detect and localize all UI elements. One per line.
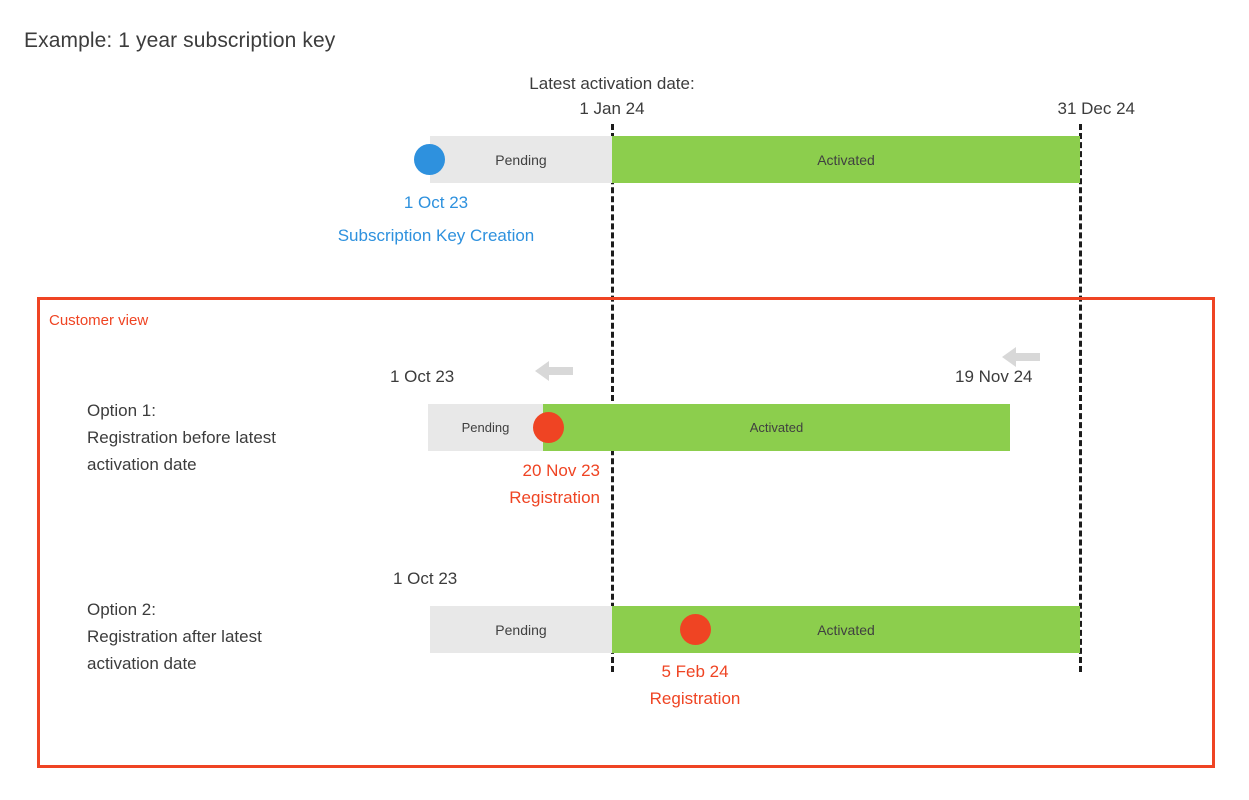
option-2-start-date-label: 1 Oct 23 xyxy=(393,569,458,588)
segment-pending: Pending xyxy=(428,404,543,451)
segment-pending-label: Pending xyxy=(461,420,510,435)
timeline-bar-subscription-key: Pending Activated xyxy=(430,136,1080,183)
option-1-start-date-label: 1 Oct 23 xyxy=(390,367,455,386)
customer-view-panel xyxy=(37,297,1215,768)
segment-activated-label: Activated xyxy=(817,151,875,168)
segment-activated-label: Activated xyxy=(817,621,875,638)
timeline-bar-option-1: Pending Activated xyxy=(428,404,1010,451)
segment-activated: Activated xyxy=(543,404,1010,451)
subscription-end-date-label: 31 Dec 24 xyxy=(1057,99,1136,118)
segment-pending-label: Pending xyxy=(495,621,547,638)
timeline-bar-option-2: Pending Activated xyxy=(430,606,1080,653)
red-circle-marker-icon xyxy=(533,412,564,443)
segment-activated: Activated xyxy=(612,136,1080,183)
option-1-heading: Option 1: xyxy=(87,401,156,420)
option-2-registration-caption: Registration xyxy=(649,689,741,708)
red-circle-marker-icon xyxy=(680,614,711,645)
option-1-registration-date-label: 20 Nov 23 xyxy=(522,461,601,480)
option-1-description: Registration before latest activation da… xyxy=(87,428,276,474)
subscription-creation-caption: Subscription Key Creation xyxy=(337,226,535,245)
subscription-creation-date-label: 1 Oct 23 xyxy=(403,193,469,212)
segment-pending-label: Pending xyxy=(495,151,547,168)
option-2-description: Registration after latest activation dat… xyxy=(87,627,262,673)
arrow-left-icon xyxy=(533,358,575,384)
customer-view-title: Customer view xyxy=(49,312,149,329)
option-1-end-date-label: 19 Nov 24 xyxy=(955,367,1033,386)
guide-line-latest-activation xyxy=(611,124,614,672)
segment-pending: Pending xyxy=(430,136,612,183)
option-2-registration-date-label: 5 Feb 24 xyxy=(661,662,729,681)
guide-line-end-date xyxy=(1079,124,1082,672)
latest-activation-caption: Latest activation date: xyxy=(529,74,695,93)
option-2-heading: Option 2: xyxy=(87,600,156,619)
segment-pending: Pending xyxy=(430,606,612,653)
option-1-registration-caption: Registration xyxy=(509,488,600,507)
arrow-left-icon xyxy=(1000,344,1042,370)
latest-activation-date-label: 1 Jan 24 xyxy=(579,99,645,118)
segment-activated-label: Activated xyxy=(749,420,804,435)
blue-circle-marker-icon xyxy=(414,144,445,175)
page-title: Example: 1 year subscription key xyxy=(24,29,336,52)
